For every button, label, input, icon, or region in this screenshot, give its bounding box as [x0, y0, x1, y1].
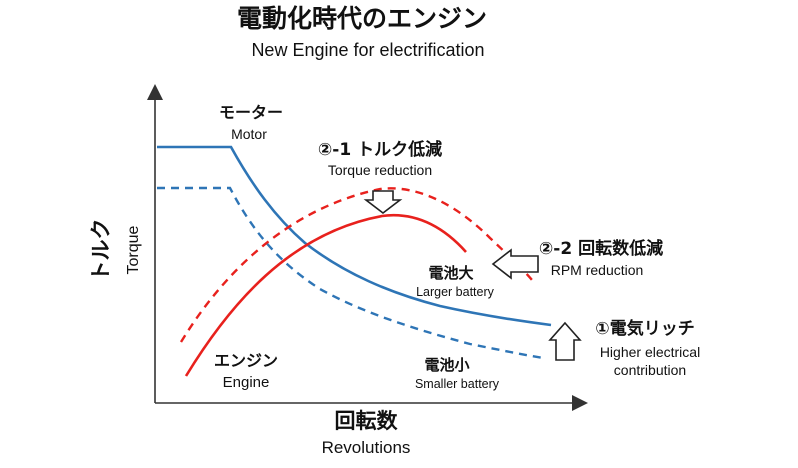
motor-label-jp: モーター — [219, 103, 283, 122]
motor-curve-dashed — [157, 186, 544, 360]
smaller-battery-label-en: Smaller battery — [415, 377, 500, 391]
larger-battery-label-en: Larger battery — [416, 285, 495, 299]
torque-reduction-arrow-icon — [363, 190, 403, 215]
y-axis-label-jp: トルク — [89, 219, 113, 282]
engine-label-en: Engine — [223, 374, 270, 391]
larger-battery-label-jp: 電池大 — [428, 264, 473, 282]
torque-reduction-label-en: Torque reduction — [328, 162, 432, 178]
rpm-reduction-label-en: RPM reduction — [551, 262, 644, 278]
motor-label-en: Motor — [231, 126, 267, 142]
engine-label-jp: エンジン — [214, 351, 278, 370]
engine-curve-dashed — [179, 187, 533, 343]
title-jp: 電動化時代のエンジン — [237, 4, 487, 33]
x-axis-label-en: Revolutions — [322, 438, 411, 457]
higher-electrical-label-jp: ①電気リッチ — [595, 318, 694, 339]
rpm-reduction-arrow-icon — [491, 248, 539, 280]
x-axis-label-jp: 回転数 — [335, 409, 399, 433]
higher-electrical-label-en-1: Higher electrical — [600, 344, 700, 360]
smaller-battery-label-jp: 電池小 — [424, 356, 469, 374]
torque-reduction-label-jp: ②-1 トルク低減 — [318, 139, 442, 160]
title-en: New Engine for electrification — [251, 40, 484, 60]
engine-curve-solid — [184, 213, 467, 377]
higher-electrical-arrow-icon — [548, 321, 582, 361]
y-axis-label-en: Torque — [125, 225, 142, 274]
motor-curve-solid — [157, 145, 552, 327]
rpm-reduction-label-jp: ②-2 回転数低減 — [539, 238, 663, 259]
higher-electrical-label-en-2: contribution — [614, 362, 686, 378]
